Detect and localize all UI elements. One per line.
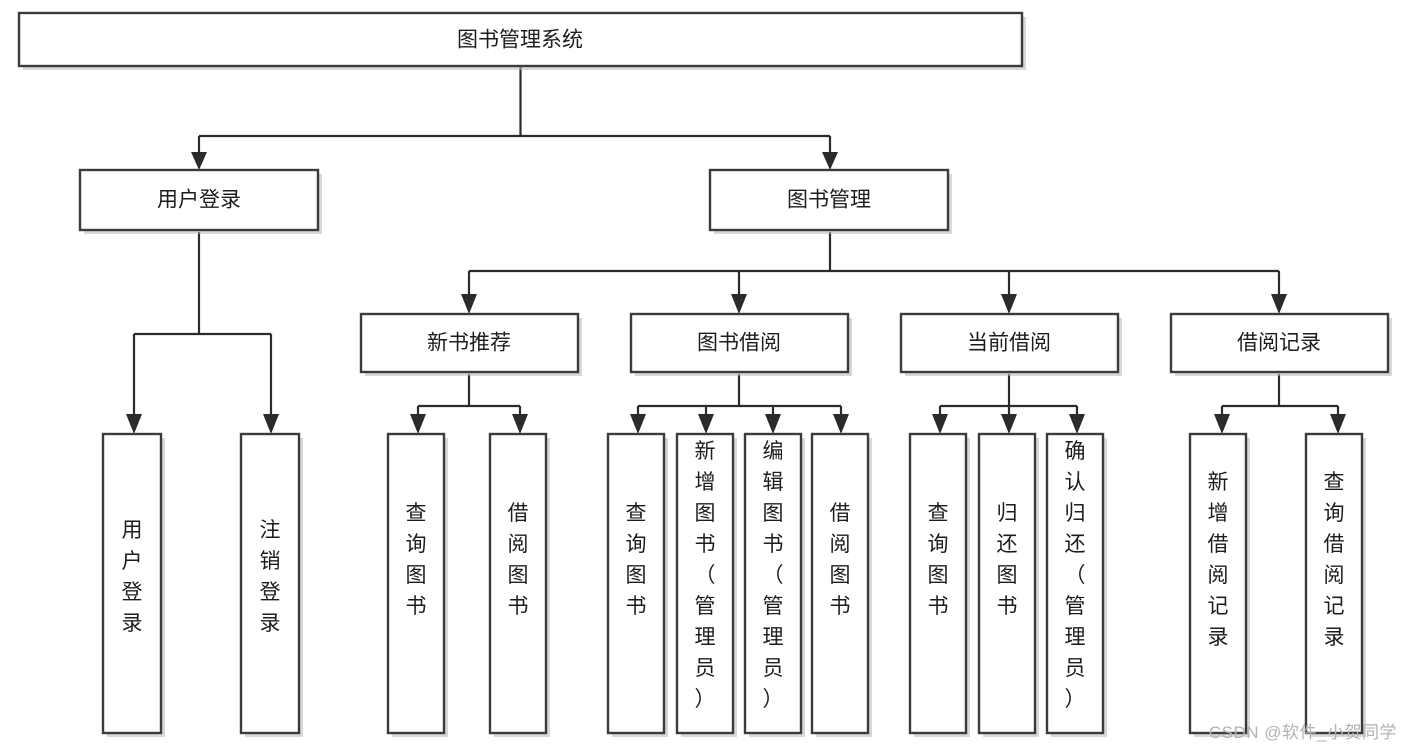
arrowhead-add-book bbox=[698, 414, 714, 434]
node-user-login-label: 用户登录 bbox=[157, 189, 241, 212]
arrowhead-borrow-record bbox=[1271, 294, 1287, 314]
arrowhead-book-manage bbox=[822, 152, 838, 170]
node-leaf-logout-label: 注销登录 bbox=[260, 519, 281, 635]
node-user-login[interactable]: 用户登录 bbox=[78, 168, 322, 234]
node-leaf-confirm-return-label: 确认归还（管理员） bbox=[1065, 440, 1086, 711]
arrowhead-book-borrow bbox=[731, 294, 747, 314]
arrowhead-query-book-3 bbox=[932, 414, 948, 434]
arrowhead-confirm-return bbox=[1069, 414, 1085, 434]
node-root[interactable]: 图书管理系统 bbox=[17, 11, 1026, 70]
connector-layer bbox=[126, 66, 1346, 434]
node-leaf-borrow-book-1-label: 借阅图书 bbox=[508, 502, 529, 618]
arrowhead-current-borrow bbox=[1001, 294, 1017, 314]
node-leaf-query-book-1[interactable]: 查询图书 bbox=[386, 432, 448, 737]
node-leaf-borrow-book-1[interactable]: 借阅图书 bbox=[488, 432, 550, 737]
arrowhead-new-book-rec bbox=[461, 294, 477, 314]
arrowhead-leaf-logout bbox=[263, 414, 279, 434]
node-leaf-query-record-label: 查询借阅记录 bbox=[1324, 471, 1345, 649]
node-leaf-query-book-2[interactable]: 查询图书 bbox=[606, 432, 668, 737]
node-leaf-add-record[interactable]: 新增借阅记录 bbox=[1188, 432, 1250, 737]
node-book-borrow[interactable]: 图书借阅 bbox=[629, 312, 852, 376]
node-leaf-add-record-label: 新增借阅记录 bbox=[1208, 471, 1229, 649]
node-leaf-query-book-3[interactable]: 查询图书 bbox=[908, 432, 970, 737]
node-leaf-query-book-2-label: 查询图书 bbox=[626, 502, 647, 618]
node-new-book-rec[interactable]: 新书推荐 bbox=[359, 312, 582, 376]
node-leaf-user-login[interactable]: 用户登录 bbox=[101, 432, 165, 737]
node-leaf-logout[interactable]: 注销登录 bbox=[239, 432, 303, 737]
node-leaf-add-book-label: 新增图书（管理员） bbox=[695, 440, 716, 711]
node-leaf-return-book[interactable]: 归还图书 bbox=[977, 432, 1039, 737]
node-leaf-query-book-1-label: 查询图书 bbox=[406, 502, 427, 618]
arrowhead-borrow-book-2 bbox=[833, 414, 849, 434]
node-leaf-edit-book-label: 编辑图书（管理员） bbox=[763, 440, 784, 711]
node-book-manage-label: 图书管理 bbox=[787, 189, 871, 212]
arrowhead-query-book-1 bbox=[410, 414, 426, 434]
node-root-label: 图书管理系统 bbox=[457, 29, 583, 52]
arrowhead-add-record bbox=[1214, 414, 1230, 434]
arrowhead-return-book bbox=[1001, 414, 1017, 434]
node-leaf-edit-book[interactable]: 编辑图书（管理员） bbox=[743, 432, 805, 737]
node-leaf-add-book[interactable]: 新增图书（管理员） bbox=[675, 432, 737, 737]
node-current-borrow[interactable]: 当前借阅 bbox=[899, 312, 1122, 376]
node-current-borrow-label: 当前借阅 bbox=[967, 332, 1051, 355]
node-leaf-borrow-book-2-label: 借阅图书 bbox=[830, 502, 851, 618]
node-leaf-query-book-3-label: 查询图书 bbox=[928, 502, 949, 618]
node-leaf-borrow-book-2[interactable]: 借阅图书 bbox=[810, 432, 872, 737]
node-book-manage[interactable]: 图书管理 bbox=[708, 168, 952, 234]
arrowhead-leaf-user-login bbox=[126, 414, 142, 434]
node-borrow-record[interactable]: 借阅记录 bbox=[1169, 312, 1392, 376]
csdn-watermark: CSDN @软件_小贺同学 bbox=[1208, 723, 1397, 742]
node-book-borrow-label: 图书借阅 bbox=[697, 332, 781, 355]
arrowhead-user-login bbox=[191, 152, 207, 170]
node-leaf-query-record[interactable]: 查询借阅记录 bbox=[1304, 432, 1366, 737]
arrowhead-query-book-2 bbox=[630, 414, 646, 434]
arrowhead-query-record bbox=[1330, 414, 1346, 434]
arrowhead-edit-book bbox=[765, 414, 781, 434]
node-leaf-return-book-label: 归还图书 bbox=[997, 502, 1018, 618]
node-leaf-user-login-label: 用户登录 bbox=[122, 519, 143, 635]
node-borrow-record-label: 借阅记录 bbox=[1237, 332, 1321, 355]
node-new-book-rec-label: 新书推荐 bbox=[427, 332, 511, 355]
arrowhead-borrow-book-1 bbox=[512, 414, 528, 434]
node-leaf-confirm-return[interactable]: 确认归还（管理员） bbox=[1045, 432, 1107, 737]
